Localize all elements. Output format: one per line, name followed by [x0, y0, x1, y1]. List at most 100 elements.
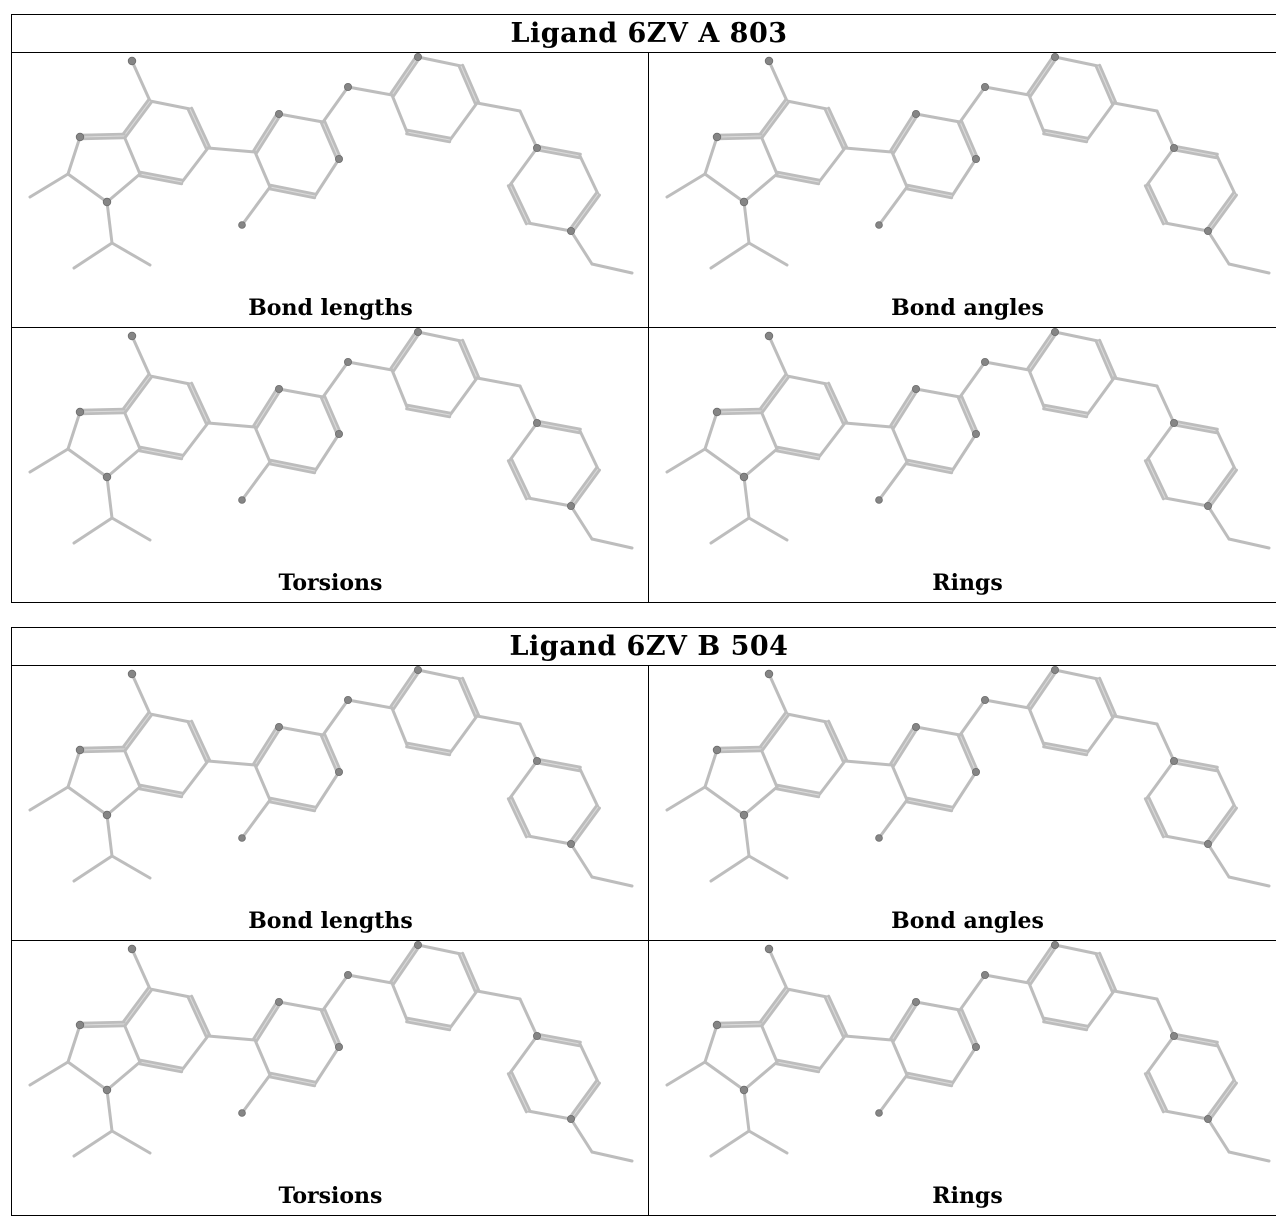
bond-line [110, 1129, 152, 1155]
atom-sphere [1050, 941, 1059, 949]
atom-sphere [911, 385, 920, 394]
panel-caption: Bond lengths [248, 908, 413, 934]
bond-line [817, 759, 847, 797]
bond-line [138, 170, 184, 182]
bond-line [268, 462, 317, 475]
bond-line [510, 457, 532, 499]
bond-line [518, 722, 539, 763]
bond-line [268, 187, 317, 200]
bond-line [206, 146, 257, 154]
bond-line [1215, 1042, 1237, 1084]
bond-line [578, 1042, 600, 1084]
bond-line [66, 1023, 82, 1064]
bond-line [1227, 875, 1271, 888]
bond-line [709, 241, 751, 270]
bond-line [1026, 942, 1056, 984]
bond-line [518, 997, 539, 1038]
bond-line [1145, 1034, 1176, 1075]
bond-line [526, 496, 573, 508]
bond-line [390, 93, 409, 134]
bond-line [843, 1034, 894, 1042]
bond-line [1042, 741, 1089, 753]
bond-line [742, 447, 779, 479]
bond-line [890, 150, 909, 189]
atom-sphere [274, 998, 283, 1007]
bond-line [905, 458, 954, 471]
bond-line [321, 85, 350, 124]
bond-line [105, 785, 142, 817]
atom-sphere [1204, 501, 1213, 510]
atom-sphere [343, 970, 352, 979]
bond-line [186, 996, 208, 1039]
bond-line [1173, 1035, 1218, 1045]
bond-line [79, 748, 125, 751]
atom-sphere [875, 496, 883, 504]
bond-line [983, 85, 1031, 97]
bond-line [569, 842, 594, 879]
bond-line [665, 785, 707, 812]
bond-line [346, 85, 394, 97]
bond-line [277, 112, 325, 124]
bond-line [747, 241, 789, 267]
bond-line [319, 734, 339, 775]
bond-line [78, 745, 126, 750]
bond-line [742, 475, 751, 520]
bond-line [268, 458, 317, 471]
bond-line [475, 376, 522, 388]
bond-line [123, 988, 151, 1025]
bond-line [715, 407, 763, 412]
bond-line [475, 101, 522, 113]
bond-line [905, 187, 954, 200]
bond-line [323, 394, 343, 435]
bond-line [79, 410, 125, 413]
bond-line [958, 973, 987, 1012]
bond-line [891, 388, 917, 428]
bond-line [457, 340, 477, 381]
bond-line [1085, 714, 1116, 755]
ligand-table-a803: Ligand 6ZV A 803 Bond lengths Bond angle… [11, 14, 1276, 603]
bond-line [1206, 1117, 1231, 1154]
bond-line [703, 1060, 746, 1092]
atom-sphere [343, 82, 352, 91]
bond-line [346, 360, 394, 372]
atom-sphere [712, 132, 722, 142]
atom-sphere [127, 56, 137, 66]
bond-line [775, 445, 821, 457]
bond-line [448, 989, 479, 1030]
bond-line [189, 383, 209, 424]
bond-line [892, 726, 920, 768]
bond-line [269, 461, 316, 472]
atom-sphere [739, 472, 749, 482]
bond-line [186, 108, 208, 151]
bond-line [578, 767, 600, 809]
bond-line [186, 383, 208, 426]
atom-sphere [102, 1085, 112, 1095]
bond-line [877, 185, 909, 227]
bond-line [570, 1081, 601, 1122]
bond-line [709, 1129, 751, 1158]
atom-sphere [334, 768, 343, 777]
molecule-image [28, 328, 634, 550]
bond-line [1155, 109, 1176, 150]
bond-line [890, 425, 909, 464]
bond-line [460, 340, 478, 379]
bond-line [1085, 101, 1116, 142]
bond-line [1042, 1020, 1089, 1032]
bond-line [1173, 147, 1218, 157]
bond-line [1094, 678, 1114, 719]
bond-line [1207, 1081, 1238, 1122]
bond-line [905, 800, 954, 813]
bond-line [416, 943, 463, 956]
atom-sphere [980, 695, 989, 704]
atom-sphere [567, 1114, 576, 1123]
atom-sphere [712, 745, 722, 755]
bond-line [1042, 128, 1089, 140]
bond-line [1172, 761, 1219, 773]
bond-line [255, 1001, 283, 1043]
bond-line [121, 98, 151, 137]
bond-line [709, 516, 751, 545]
atom-sphere [238, 1109, 246, 1117]
bond-line [888, 111, 916, 153]
bond-line [78, 136, 126, 141]
bond-line [914, 387, 962, 399]
